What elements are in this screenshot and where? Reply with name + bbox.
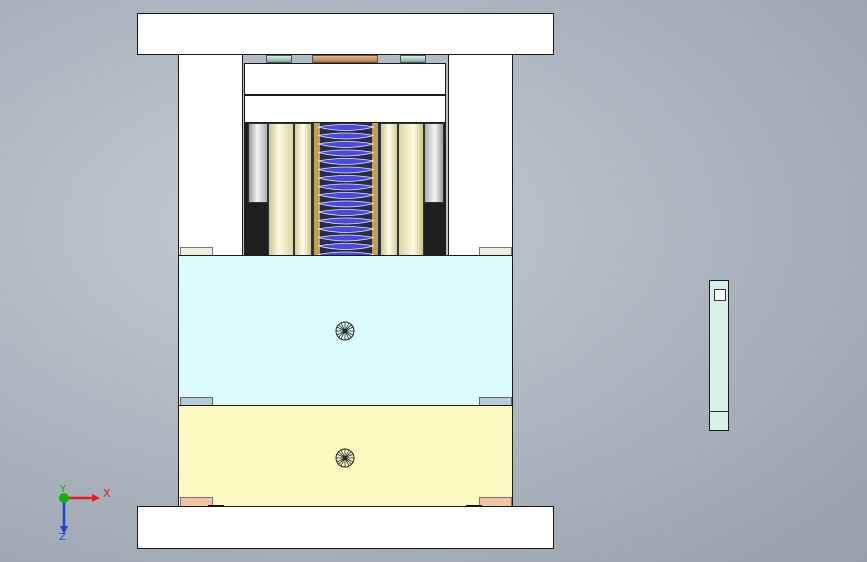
spring-coil-turn: [317, 200, 375, 208]
spring-coil-turn: [317, 149, 375, 157]
triad-z-label: Z: [59, 532, 66, 543]
top-clamp-plate[interactable]: [137, 13, 554, 55]
ejector-plate[interactable]: [244, 95, 446, 123]
center-mark-upper-icon[interactable]: [334, 320, 356, 342]
triad-y-label: Y: [60, 484, 67, 495]
side-bar-slot: [714, 289, 726, 301]
spring-coil-turn: [317, 226, 375, 233]
right-spacer-block[interactable]: [448, 54, 513, 256]
spring-coil-turn: [317, 158, 375, 165]
center-mark-lower-icon[interactable]: [334, 447, 356, 469]
spring-coil-turn: [317, 166, 375, 174]
side-bar-part[interactable]: [709, 280, 729, 431]
guide-pin-left-1[interactable]: [268, 123, 294, 256]
guide-pin-left-2[interactable]: [294, 123, 312, 256]
spring-coil-turn: [317, 192, 375, 199]
support-pillar-left[interactable]: [248, 123, 268, 203]
spring-coil-turn: [317, 209, 375, 216]
spring-coil-turn: [317, 243, 375, 250]
return-spring[interactable]: [312, 123, 380, 256]
support-pillar-right[interactable]: [424, 123, 444, 203]
spring-coil-turn: [317, 124, 375, 131]
triad-x-label: X: [103, 487, 111, 500]
spring-coil-turn: [317, 141, 375, 148]
bottom-clamp-plate[interactable]: [137, 506, 554, 549]
bushing-center[interactable]: [312, 55, 378, 63]
spring-coils: [317, 124, 375, 256]
bushing-left[interactable]: [266, 55, 292, 63]
coordinate-triad: [59, 488, 100, 534]
spring-coil-turn: [317, 132, 375, 140]
guide-pin-right-1[interactable]: [380, 123, 398, 256]
ejector-retainer-plate[interactable]: [244, 63, 446, 95]
spring-coil-turn: [317, 175, 375, 182]
spring-coil-turn: [317, 234, 375, 242]
bushing-right[interactable]: [400, 55, 426, 63]
spring-coil-turn: [317, 183, 375, 191]
spring-coil-turn: [317, 217, 375, 225]
guide-pin-right-2[interactable]: [398, 123, 424, 256]
left-spacer-block[interactable]: [178, 54, 243, 256]
side-bar-end-line: [709, 411, 729, 412]
